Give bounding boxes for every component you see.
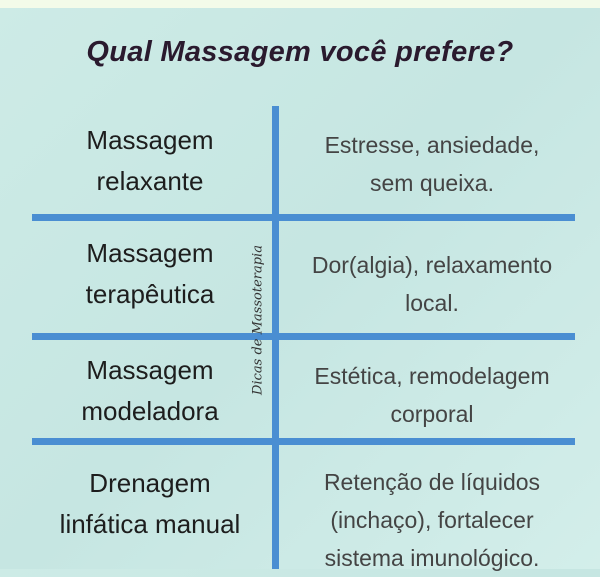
desc-line: Estética, remodelagem bbox=[314, 363, 550, 389]
desc-line: Retenção de líquidos bbox=[323, 469, 541, 495]
desc-line: sistema imunológico. bbox=[324, 545, 540, 571]
name-line: Massagem bbox=[86, 355, 214, 385]
massage-name-terapeutica: Massagem terapêutica bbox=[30, 233, 270, 315]
name-line: terapêutica bbox=[85, 279, 215, 309]
massage-name-drenagem: Drenagem linfática manual bbox=[30, 463, 270, 545]
name-line: modeladora bbox=[81, 396, 219, 426]
massage-desc-terapeutica: Dor(algia), relaxamento local. bbox=[282, 246, 582, 322]
massage-name-relaxante: Massagem relaxante bbox=[30, 120, 270, 202]
top-strip bbox=[0, 0, 600, 8]
watermark: Dicas de Massoterapia bbox=[250, 245, 266, 395]
desc-line: (inchaço), fortalecer bbox=[330, 507, 534, 533]
name-line: Massagem bbox=[86, 125, 214, 155]
name-line: relaxante bbox=[96, 166, 204, 196]
massage-name-modeladora: Massagem modeladora bbox=[30, 350, 270, 432]
massage-desc-relaxante: Estresse, ansiedade, sem queixa. bbox=[282, 126, 582, 202]
row-divider bbox=[32, 438, 575, 445]
desc-line: corporal bbox=[390, 401, 474, 427]
row-divider bbox=[32, 214, 575, 221]
massage-desc-modeladora: Estética, remodelagem corporal bbox=[282, 357, 582, 433]
desc-line: local. bbox=[405, 290, 459, 316]
desc-line: sem queixa. bbox=[369, 170, 494, 196]
desc-line: Dor(algia), relaxamento bbox=[311, 252, 553, 278]
name-line: Drenagem bbox=[89, 468, 211, 498]
name-line: Massagem bbox=[86, 238, 214, 268]
massage-desc-drenagem: Retenção de líquidos (inchaço), fortalec… bbox=[282, 463, 582, 577]
row-divider bbox=[32, 333, 575, 340]
name-line: linfática manual bbox=[59, 509, 241, 539]
desc-line: Estresse, ansiedade, bbox=[324, 132, 540, 158]
page-title: Qual Massagem você prefere? bbox=[86, 36, 514, 68]
